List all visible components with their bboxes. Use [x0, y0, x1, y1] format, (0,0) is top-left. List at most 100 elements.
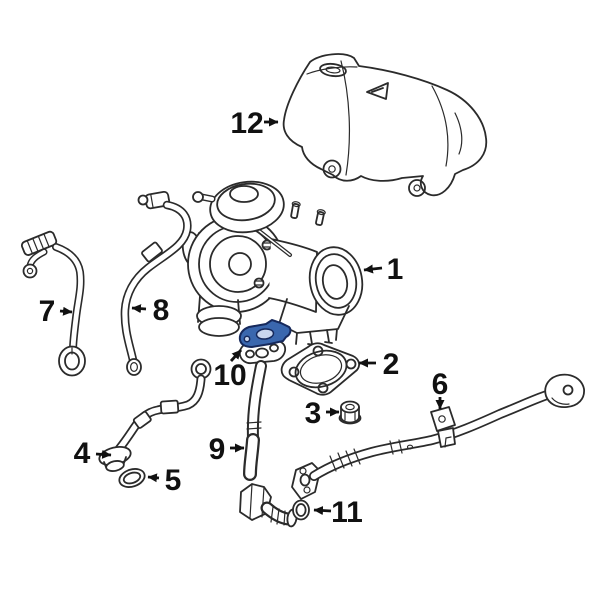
- part-turbocharger[interactable]: [181, 177, 368, 346]
- callout-arrow-1: [363, 264, 383, 274]
- callout-10: 10: [213, 349, 247, 392]
- heat-shield-slot: [319, 62, 347, 78]
- return-pipe-weep-hole: [406, 444, 414, 450]
- nut-bore: [345, 403, 355, 411]
- part-nut[interactable]: [338, 400, 362, 425]
- heat-shield-right-ridge: [454, 112, 463, 155]
- wastegate-actuator: [209, 180, 285, 234]
- drain-outlet-ribs: [270, 506, 286, 526]
- part-heat-shield[interactable]: [282, 53, 488, 197]
- callout-8: 8: [131, 294, 170, 327]
- turbo-mount-studs: [307, 329, 333, 346]
- callout-5: 5: [147, 464, 182, 497]
- callout-label-11: 11: [331, 496, 363, 529]
- coolant-line-coupler2: [132, 410, 152, 429]
- callout-arrow-8: [131, 304, 147, 314]
- feed-line-tube-hl: [53, 244, 83, 353]
- hose-coupler: [141, 241, 163, 263]
- compressor-inlet-ring: [314, 253, 358, 309]
- actuator-dome: [216, 182, 276, 222]
- callout-label-10: 10: [213, 359, 246, 392]
- callout-9: 9: [209, 433, 245, 466]
- o-ring-11-inner: [295, 503, 307, 517]
- coolant-line-tube-hl: [116, 376, 204, 452]
- wastegate-rod-hl: [257, 229, 291, 256]
- return-clamp-hole: [438, 415, 446, 423]
- return-flange-bore: [299, 473, 311, 487]
- callout-arrow-5: [147, 473, 160, 483]
- callout-label-1: 1: [387, 253, 404, 286]
- callout-2: 2: [358, 348, 400, 381]
- return-flange-hole-1: [299, 467, 307, 475]
- callout-label-5: 5: [165, 464, 182, 497]
- heat-shield-mount-hole-right: [408, 179, 426, 197]
- callout-label-8: 8: [153, 294, 170, 327]
- turbo-gasket-hole-right: [345, 358, 357, 370]
- heat-shield-outline: [282, 53, 488, 197]
- turbine-ridge-2: [209, 235, 267, 293]
- hose-end-ring: [126, 358, 142, 376]
- return-pipe-flange-right: [544, 373, 585, 409]
- part-turbo-gasket[interactable]: [280, 342, 360, 396]
- heat-shield-mount-hole-left: [322, 159, 342, 179]
- callout-label-6: 6: [432, 368, 449, 401]
- turbo-gasket-hole-bottom: [317, 382, 329, 394]
- callouts-layer: 1 2 3 4 5 6 7 8: [39, 107, 449, 529]
- coolant-line-boss: [105, 460, 125, 472]
- drain-flange-hole-right: [269, 343, 279, 353]
- feed-line-eyelet-hole: [26, 267, 34, 275]
- part-oil-drain-gasket-highlighted[interactable]: [238, 318, 292, 349]
- heat-shield-crease-right: [431, 85, 449, 167]
- heat-shield-slot-inner: [325, 66, 341, 74]
- callout-arrow-4: [95, 449, 112, 459]
- coolant-line-tube: [114, 374, 206, 454]
- part-coolant-hose[interactable]: [120, 190, 192, 376]
- nut-top: [340, 400, 360, 414]
- return-flange-hole-2: [303, 486, 311, 494]
- turbo-gasket-hole-left: [288, 366, 300, 378]
- callout-arrow-7: [59, 306, 73, 316]
- o-ring-5-inner: [122, 471, 142, 485]
- coolant-line-coupler: [159, 399, 180, 415]
- part-coolant-line[interactable]: [97, 358, 212, 473]
- part-o-ring[interactable]: [292, 499, 310, 521]
- compressor-inlet: [308, 246, 364, 316]
- return-pipe-tube-hl: [310, 391, 551, 480]
- heat-shield-tab-edge: [306, 66, 358, 75]
- callout-1: 1: [363, 253, 404, 286]
- return-flange-right-hole: [562, 384, 574, 396]
- highlighted-gasket-bore: [255, 328, 275, 340]
- heat-shield-mount-hole-left-inner: [328, 165, 336, 173]
- callout-7: 7: [39, 295, 73, 328]
- return-clamp-notch: [444, 436, 452, 448]
- callout-arrow-11: [313, 506, 332, 516]
- callout-label-12: 12: [230, 107, 263, 140]
- return-flange-right-arc: [551, 397, 570, 405]
- callout-label-9: 9: [209, 433, 226, 466]
- feed-line-eyelet: [22, 263, 38, 279]
- o-ring-11-outer: [292, 499, 310, 521]
- drain-tube-lower-hl: [245, 435, 258, 479]
- return-pipe-corrugation: [329, 439, 403, 472]
- callout-label-7: 7: [39, 295, 56, 328]
- turbo-stud: [315, 209, 326, 226]
- actuator-cap: [229, 185, 259, 203]
- callout-3: 3: [305, 397, 340, 430]
- hose-end-ring-bore: [130, 362, 139, 373]
- turbine-outlet-ring2: [198, 317, 240, 337]
- part-coolant-return-pipe[interactable]: [291, 373, 585, 500]
- turbo-bolt: [261, 239, 273, 251]
- part-o-ring-small[interactable]: [117, 466, 147, 490]
- turbo-gasket-hole-top: [312, 345, 324, 357]
- callout-arrow-10: [229, 349, 243, 362]
- part-oil-feed-line[interactable]: [20, 230, 86, 377]
- heat-shield-mount-hole-right-inner: [413, 184, 421, 192]
- callout-label-2: 2: [383, 348, 400, 381]
- drain-tube-coupling: [246, 421, 262, 430]
- return-pipe-flange-left: [291, 462, 321, 500]
- o-ring-5-outer: [118, 468, 146, 488]
- callout-label-4: 4: [74, 437, 91, 470]
- return-pipe-clamp: [430, 406, 456, 432]
